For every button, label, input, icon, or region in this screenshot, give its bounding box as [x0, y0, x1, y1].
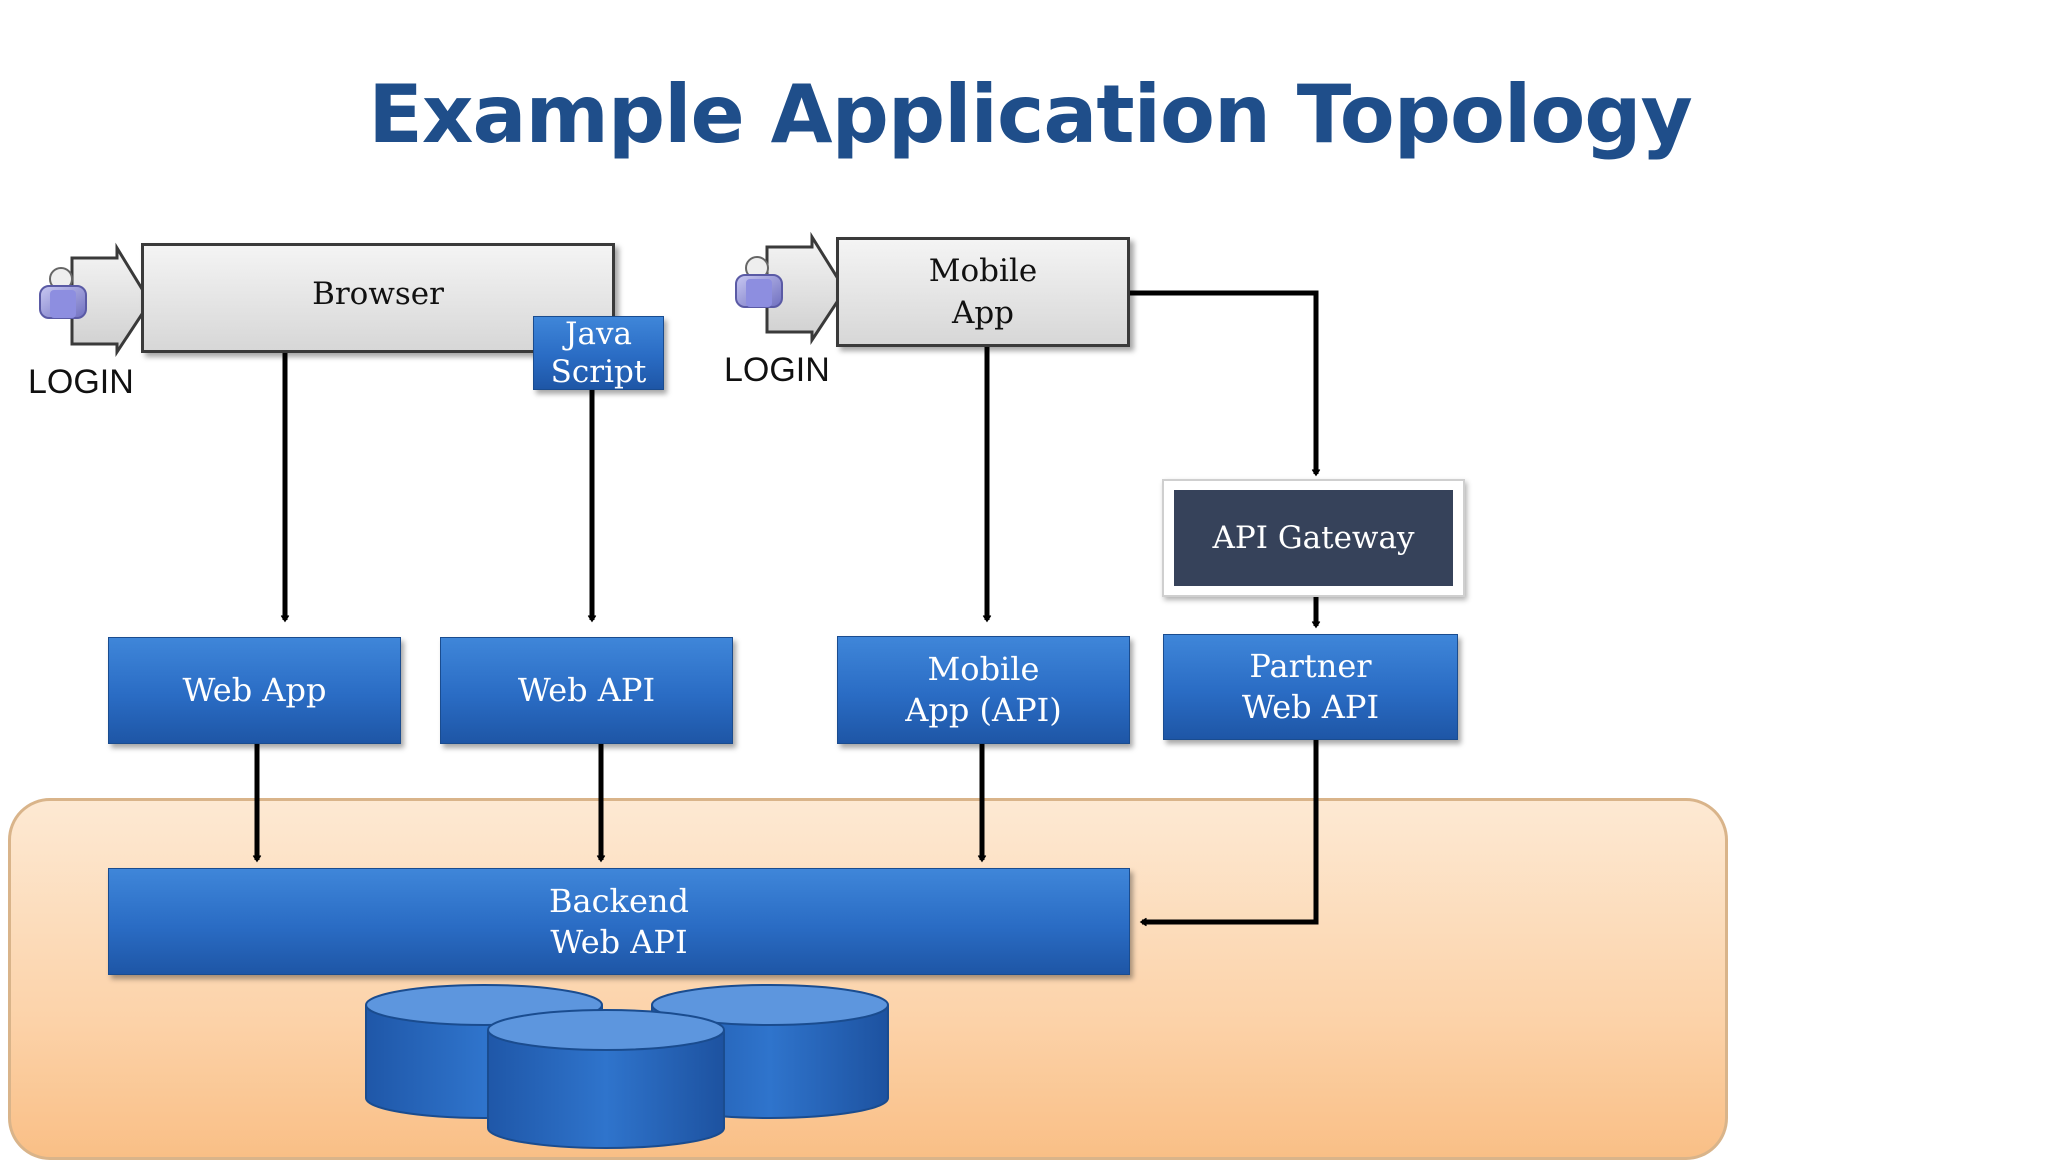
browser-login-arrow-icon: [70, 242, 152, 357]
mobile-login-label: LOGIN: [724, 351, 830, 389]
partner-web-api-box: Partner Web API: [1163, 634, 1458, 740]
javascript-badge: Java Script: [533, 316, 664, 390]
javascript-badge-line1: Java: [565, 316, 632, 352]
partner-web-api-line2: Web API: [1241, 688, 1380, 726]
partner-web-api-line1: Partner: [1249, 647, 1372, 685]
mobile-app-api-line1: Mobile: [927, 650, 1040, 688]
arrow-mobile-to-gateway: [1130, 290, 1321, 477]
browser-label: Browser: [312, 276, 444, 312]
api-gateway: API Gateway: [1174, 490, 1453, 586]
browser-login-label: LOGIN: [28, 363, 134, 401]
mobile-app-api-line2: App (API): [905, 691, 1062, 729]
mobile-app-line2: App: [951, 295, 1015, 331]
mobile-user-icon: [735, 256, 783, 308]
backend-web-api-line2: Web API: [550, 922, 688, 961]
backend-web-api-line1: Backend: [549, 881, 689, 920]
browser-user-icon: [39, 267, 87, 319]
diagram-title: Example Application Topology: [368, 68, 1692, 161]
web-api-box: Web API: [440, 637, 733, 744]
database-icon: [487, 1009, 725, 1149]
web-app-box: Web App: [108, 637, 401, 744]
backend-web-api-box: Backend Web API: [108, 868, 1130, 975]
mobile-app-api-box: Mobile App (API): [837, 636, 1130, 744]
arrow-partner-to-backend: [1139, 740, 1319, 927]
mobile-login-arrow-icon: [765, 231, 847, 345]
mobile-app-line1: Mobile: [928, 253, 1038, 289]
mobile-app-box: Mobile App: [836, 237, 1130, 347]
javascript-badge-line2: Script: [550, 354, 647, 390]
